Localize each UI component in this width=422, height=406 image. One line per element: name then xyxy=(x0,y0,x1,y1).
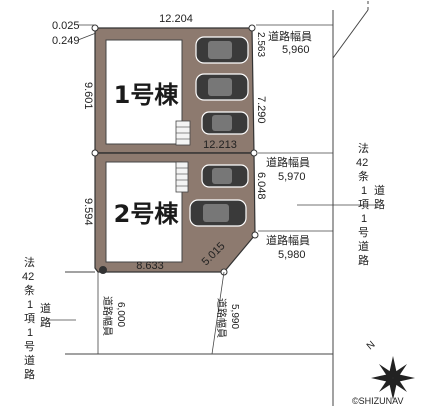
svg-text:道: 道 xyxy=(374,183,385,197)
svg-text:42: 42 xyxy=(356,157,368,169)
dim-lot-divider-width: 12.213 xyxy=(203,139,237,151)
road-label-west-side: 道 路 xyxy=(40,301,51,329)
road-south-link xyxy=(211,271,225,355)
svg-text:路: 路 xyxy=(24,368,35,381)
car-icon xyxy=(195,36,249,64)
svg-text:路: 路 xyxy=(374,198,385,211)
legal-road-label-west: 法 42 条 1 項 1 号 道 路 xyxy=(22,255,35,381)
road-width-east-bottom: 5,980 xyxy=(278,249,306,261)
watermark: ©SHIZUNAV xyxy=(352,396,403,406)
car-icon xyxy=(189,199,247,227)
legal-road-label-east: 法 42 条 1 項 1 号 道 路 xyxy=(356,141,369,267)
dim-top-right-small: 2.563 xyxy=(255,32,266,57)
road-label-east-side: 道 路 xyxy=(374,183,385,211)
dim-lot1-left-depth: 9.601 xyxy=(82,82,94,110)
svg-text:条: 条 xyxy=(24,283,35,297)
compass-rose-icon xyxy=(371,356,415,400)
road-label-south-left: 道路幅員 xyxy=(101,296,114,336)
svg-text:法: 法 xyxy=(24,255,35,269)
cars xyxy=(189,36,249,227)
dim-lot1-right-depth: 7.290 xyxy=(255,96,267,124)
road-label-east-top: 道路幅員 xyxy=(268,29,312,43)
road-east-edge-upper xyxy=(332,9,369,59)
svg-text:42: 42 xyxy=(22,271,34,283)
car-icon xyxy=(201,164,249,188)
deck2 xyxy=(175,161,189,193)
svg-text:条: 条 xyxy=(358,169,369,183)
car-icon xyxy=(195,73,249,101)
svg-text:項: 項 xyxy=(24,312,35,325)
svg-text:1: 1 xyxy=(361,213,367,225)
svg-text:法: 法 xyxy=(358,141,369,155)
svg-text:道: 道 xyxy=(40,301,51,315)
road-label-south-right: 道路幅員 xyxy=(215,298,228,338)
svg-text:1: 1 xyxy=(361,185,367,197)
building2-label: 2号棟 xyxy=(114,200,180,228)
svg-text:1: 1 xyxy=(27,299,33,311)
compass-north-label: N xyxy=(365,339,378,352)
car-icon xyxy=(201,111,249,135)
road-width-east-top: 5,960 xyxy=(282,44,310,56)
dim-lot2-right-depth: 6.048 xyxy=(255,172,267,200)
dim-lot2-left-depth: 9.594 xyxy=(82,198,94,226)
deck1 xyxy=(175,120,191,146)
svg-text:1: 1 xyxy=(27,327,33,339)
building1-footprint xyxy=(105,39,183,145)
boundary-markers xyxy=(91,24,259,276)
dim-top-left-small1: 0.025 xyxy=(52,20,80,32)
svg-text:路: 路 xyxy=(40,316,51,329)
building1-label: 1号棟 xyxy=(114,81,180,109)
road-label-east-mid: 道路幅員 xyxy=(266,155,310,169)
svg-text:項: 項 xyxy=(358,198,369,211)
road-width-south-right: 5,990 xyxy=(229,304,240,329)
road-width-south-left: 6,000 xyxy=(115,302,126,327)
road-width-east-mid: 5,970 xyxy=(278,171,306,183)
dim-bottom-width: 8.633 xyxy=(136,260,164,272)
building2-footprint xyxy=(105,161,183,263)
leader-line xyxy=(77,32,97,41)
dim-top-left-small2: 0.249 xyxy=(52,35,80,47)
road-label-east-bottom: 道路幅員 xyxy=(266,233,310,247)
svg-text:号: 号 xyxy=(358,226,369,239)
svg-text:路: 路 xyxy=(358,254,369,267)
dim-top-width: 12.204 xyxy=(159,13,193,25)
svg-text:道: 道 xyxy=(358,239,369,253)
svg-text:号: 号 xyxy=(24,340,35,353)
svg-text:道: 道 xyxy=(24,353,35,367)
